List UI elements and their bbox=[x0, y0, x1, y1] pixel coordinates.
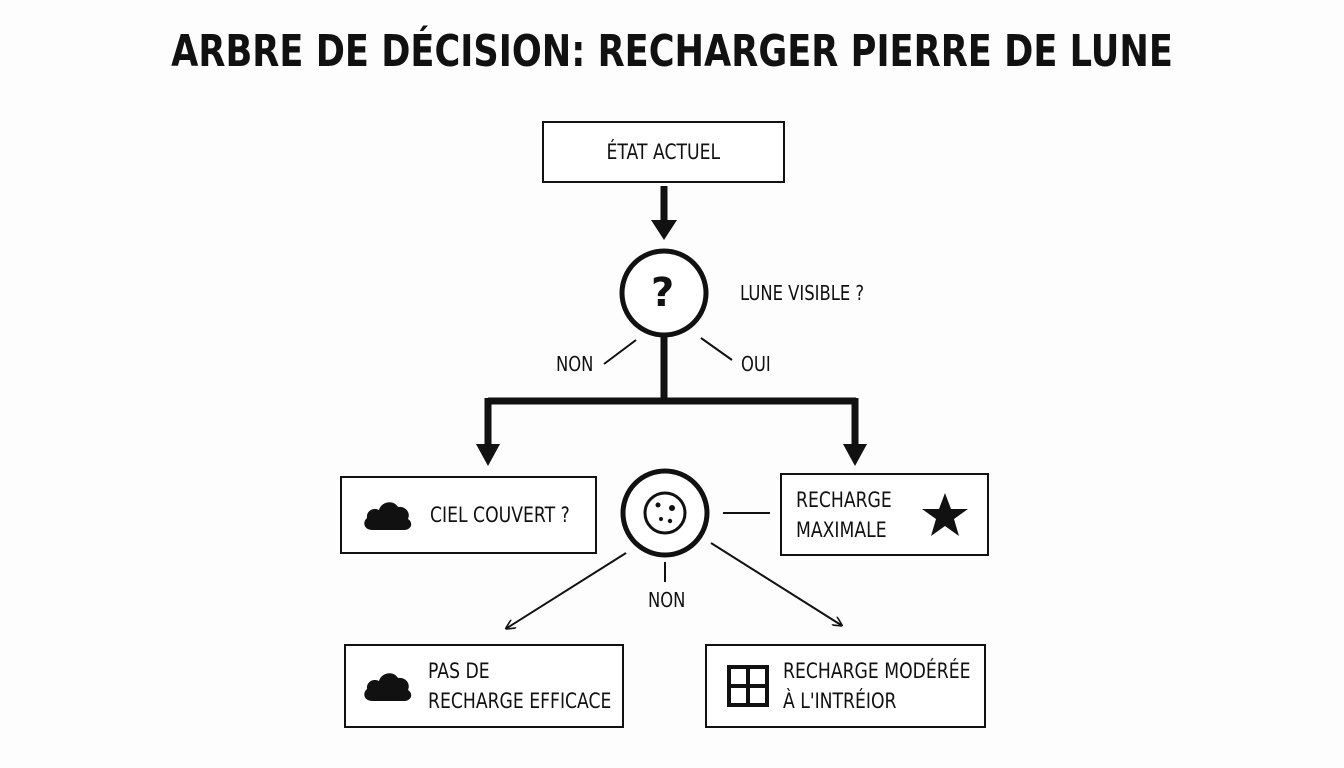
second-no-label: NON bbox=[648, 588, 686, 612]
arrow-to-no-recharge bbox=[507, 552, 627, 628]
node-max-recharge: RECHARGE MAXIMALE bbox=[780, 473, 989, 556]
node-moderate-line2: À L'INTRÉIOR bbox=[783, 689, 897, 713]
node-start: ÉTAT ACTUEL bbox=[542, 121, 785, 183]
node-cloudy-label: CIEL COUVERT ? bbox=[430, 503, 570, 527]
node-start-label: ÉTAT ACTUEL bbox=[606, 140, 721, 164]
node-no-recharge-line1: PAS DE bbox=[428, 659, 490, 683]
arrow-start-to-question bbox=[651, 186, 677, 240]
branch-no-label: NON bbox=[556, 352, 594, 376]
question-label: LUNE VISIBLE ? bbox=[740, 281, 865, 305]
cloud-icon bbox=[364, 502, 412, 530]
main-branch-connector bbox=[476, 336, 867, 466]
arrow-to-moderate bbox=[710, 542, 841, 625]
node-cloudy: CIEL COUVERT ? bbox=[340, 476, 597, 554]
node-no-recharge: PAS DE RECHARGE EFFICACE bbox=[344, 644, 624, 728]
question-circle-icon bbox=[619, 248, 709, 338]
node-max-line2: MAXIMALE bbox=[796, 517, 887, 542]
cloud-icon bbox=[364, 673, 412, 701]
node-moderate-line1: RECHARGE MODÉRÉE bbox=[783, 659, 971, 683]
branch-no-tick bbox=[603, 339, 637, 365]
window-icon bbox=[727, 665, 769, 707]
branch-yes-tick bbox=[700, 337, 733, 361]
diagram-title: ARBRE DE DÉCISION: RECHARGER PIERRE DE L… bbox=[171, 26, 1173, 77]
branch-yes-label: OUI bbox=[741, 352, 771, 376]
node-max-line1: RECHARGE bbox=[796, 487, 892, 512]
node-no-recharge-line2: RECHARGE EFFICACE bbox=[428, 689, 612, 713]
node-moderate-recharge: RECHARGE MODÉRÉE À L'INTRÉIOR bbox=[705, 644, 986, 728]
star-icon bbox=[922, 493, 968, 536]
question-symbol: ? bbox=[651, 270, 675, 316]
moon-icon bbox=[620, 468, 710, 558]
